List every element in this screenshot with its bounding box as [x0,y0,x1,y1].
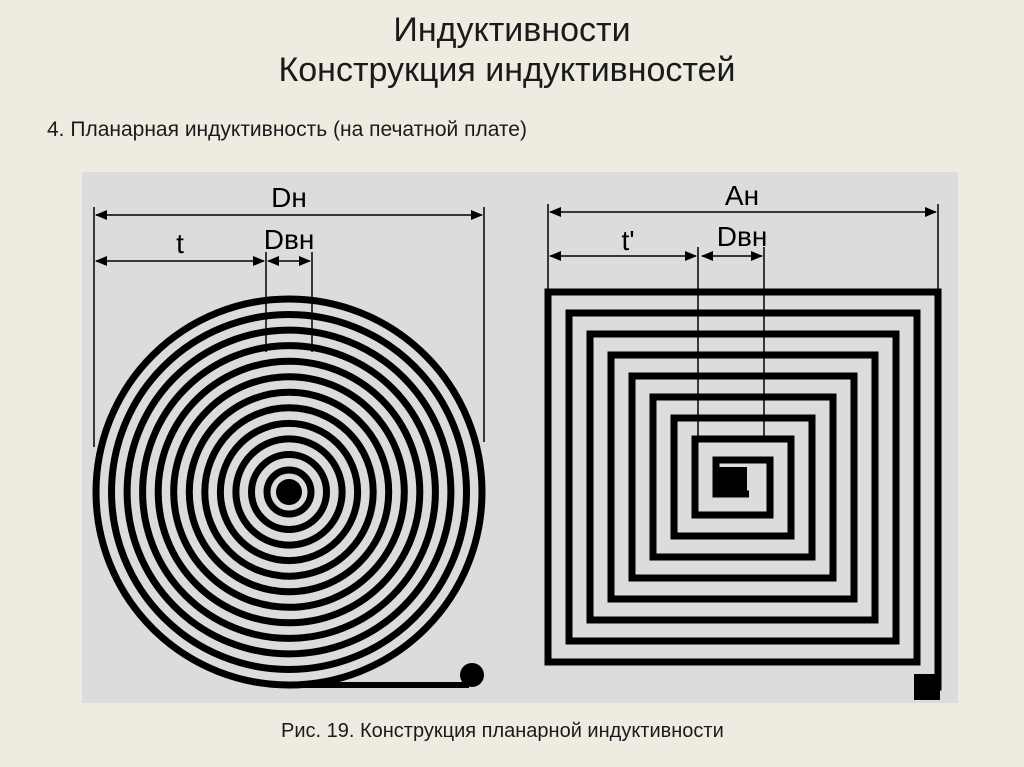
spiral-turn [216,419,362,565]
figure-caption: Рис. 19. Конструкция планарной индуктивн… [281,720,724,742]
spiral-turn [201,404,377,580]
spiral-turn [123,326,455,658]
label-inner-diameter: Dвн [264,224,315,255]
square-spiral-coil: Aн Dвн t' [544,180,942,700]
title-line-1: Индуктивности [393,11,631,49]
label-inner-diameter-sq: Dвн [717,221,768,252]
spiral-turn [263,466,315,518]
spiral-turn [139,342,439,642]
title-line-2: Конструкция индуктивностей [278,51,736,89]
slide-subtitle: 4. Планарная индуктивность (на печатной … [47,118,527,141]
circular-spiral-coil: Dн Dвн t [92,182,486,689]
inner-terminal-square [719,467,747,491]
label-outer-diameter: Dн [271,182,307,213]
label-outer-side: Aн [725,180,759,211]
outer-terminal-square [914,674,940,700]
spiral-turn [108,311,470,673]
inductor-figure: Dн Dвн t Aн Dвн t' [82,172,958,703]
spiral-turn [248,451,330,533]
label-track-width: t [176,228,184,259]
slide-title: Индуктивности Конструкция индуктивностей [0,10,1024,90]
spiral-turn [154,357,424,627]
outer-terminal [460,663,484,687]
spiral-turns [92,295,486,689]
inductor-diagram-svg: Dн Dвн t Aн Dвн t' [92,180,942,700]
spiral-turn [232,435,346,549]
square-spiral-track [544,288,942,691]
spiral-turn [170,373,408,611]
spiral-turn [185,388,393,596]
label-track-width-sq: t' [621,225,634,256]
inner-terminal [276,479,302,505]
